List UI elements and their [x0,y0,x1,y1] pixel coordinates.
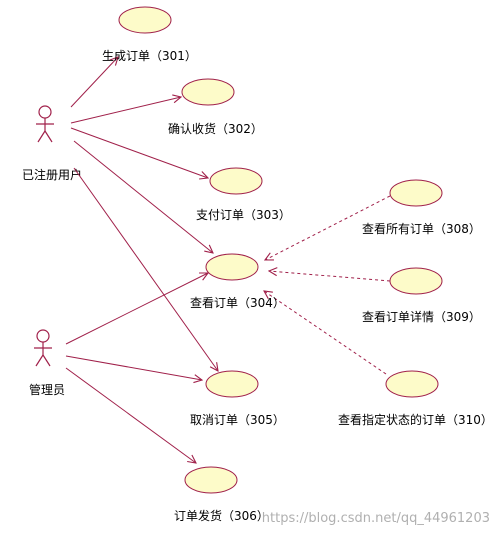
use-case-310-ellipse [385,370,439,398]
watermark-text: https://blog.csdn.net/qq_44961203 [262,511,490,526]
admin-associations [65,273,208,463]
use-case-309-ellipse [389,267,443,295]
use-case-305-label: 取消订单（305） [190,413,285,427]
use-case-304-label: 查看订单（304） [190,296,285,310]
assoc-admin-306 [65,367,196,463]
extend-309-304 [269,271,391,282]
actor-registered-user-icon [36,105,54,143]
use-case-302-ellipse [181,78,235,106]
use-case-303-ellipse [209,167,263,195]
use-case-308-ellipse [389,179,443,207]
use-case-310-label: 查看指定状态的订单（310） [338,412,493,427]
assoc-user-304 [73,140,213,253]
use-case-306-ellipse [184,466,238,494]
use-case-305-ellipse [205,370,259,398]
use-case-308-label: 查看所有订单（308） [362,222,481,236]
extend-310-304 [264,291,387,375]
assoc-user-302 [70,97,181,124]
actor-registered-user-label: 已注册用户 [22,167,82,182]
actor-admin-label: 管理员 [29,382,65,397]
extend-relations [264,195,391,375]
assoc-user-303 [70,127,208,178]
use-case-302-label: 确认收货（302） [168,121,263,136]
actor-admin-icon [34,329,52,367]
assoc-admin-304 [65,273,208,345]
use-case-303-label: 支付订单（303） [196,208,291,222]
use-case-309-label: 查看订单详情（309） [362,309,481,324]
use-case-304-ellipse [205,253,259,281]
user-associations [70,57,218,371]
assoc-admin-305 [65,355,202,380]
assoc-user-305 [73,167,218,371]
use-case-ellipses [118,6,443,494]
use-case-301-label: 生成订单（301） [102,49,197,63]
use-case-301-ellipse [118,6,172,34]
assoc-user-301 [70,57,118,108]
use-case-306-label: 订单发货（306） [174,508,269,523]
